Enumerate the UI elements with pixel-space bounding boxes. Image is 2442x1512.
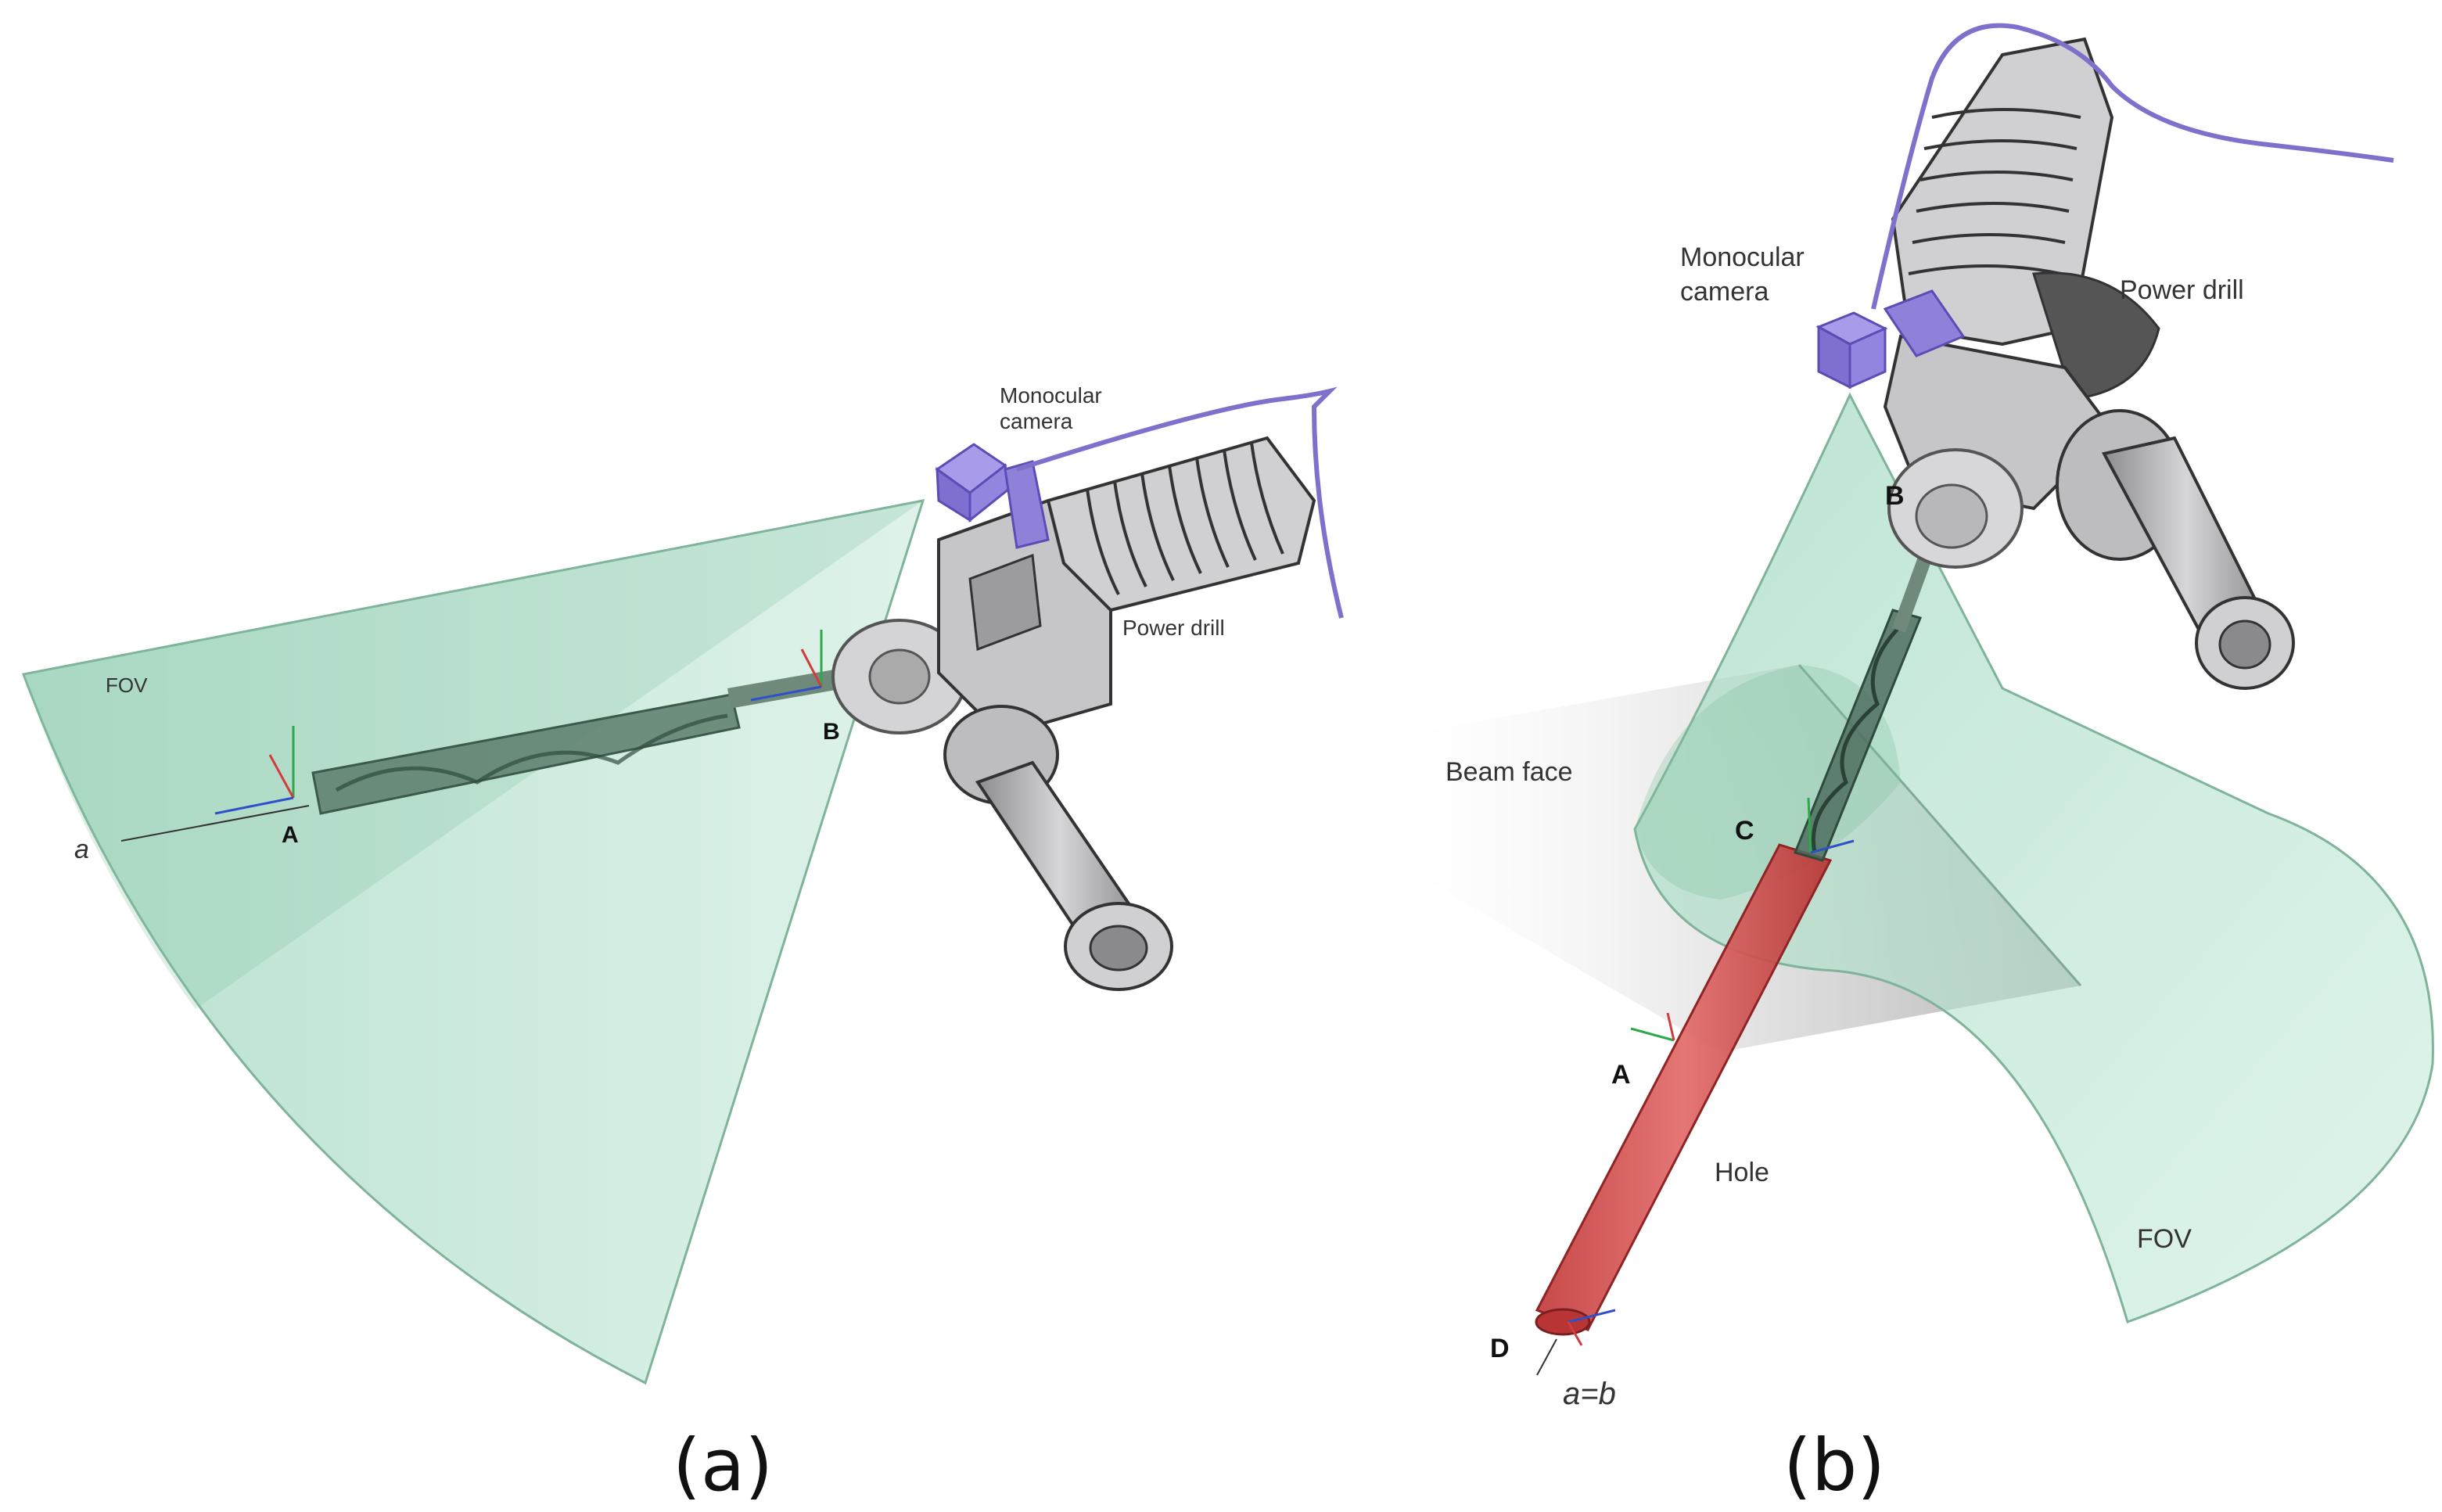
monocular-camera-b [1815,289,1966,390]
panel-b: Monocular camera Power drill Beam face H… [1353,23,2434,1507]
drill-bit-a [311,666,855,815]
triad-b-point-c [1807,797,1855,854]
panel-a: Monocular camera Power drill FOV A B a (… [21,383,1344,1507]
label-axis-a: a [74,835,89,864]
hole-cylinder [1535,843,1833,1336]
triad-a-point-b [750,630,823,702]
label-point-c-b: C [1735,816,1754,846]
label-fov-a: FOV [106,673,148,697]
camera-cable-a [1016,386,1344,619]
triad-a-point-a [214,726,295,815]
label-point-a-a: A [282,822,299,848]
label-camera-b-line2: camera [1680,277,1769,307]
label-point-a-b: A [1611,1060,1631,1090]
monocular-camera-a [935,443,1050,549]
caption-b: (b) [1783,1424,1885,1507]
label-power-drill-a: Power drill [1122,616,1225,640]
label-point-b-a: B [823,719,840,745]
label-axis-b: a=b [1563,1377,1616,1411]
label-camera-a-line2: camera [1000,409,1073,433]
label-camera-a-line1: Monocular [1000,383,1102,408]
drill-bit-b [1793,540,1937,862]
power-drill-b [1883,37,2295,690]
camera-cable-b [1871,23,2394,310]
label-beam-face: Beam face [1445,757,1573,787]
label-hole: Hole [1715,1158,1769,1187]
caption-a: (a) [673,1424,773,1507]
triad-b-point-a [1630,1012,1675,1042]
label-power-drill-b: Power drill [2120,275,2244,305]
label-point-d-b: D [1490,1334,1510,1363]
fov-cone-b [1633,392,2434,1323]
side-handle-b [2056,409,2295,690]
side-handle-a [943,705,1173,991]
axis-line-b [1536,1338,1557,1376]
label-camera-b-line1: Monocular [1680,242,1805,272]
axis-line-a [120,805,310,842]
label-fov-b: FOV [2137,1224,2192,1254]
power-drill-a [831,436,1316,991]
triad-b-point-d [1567,1309,1616,1346]
label-point-b-b: B [1885,481,1905,511]
fov-cone-b-inner [1635,665,1901,900]
